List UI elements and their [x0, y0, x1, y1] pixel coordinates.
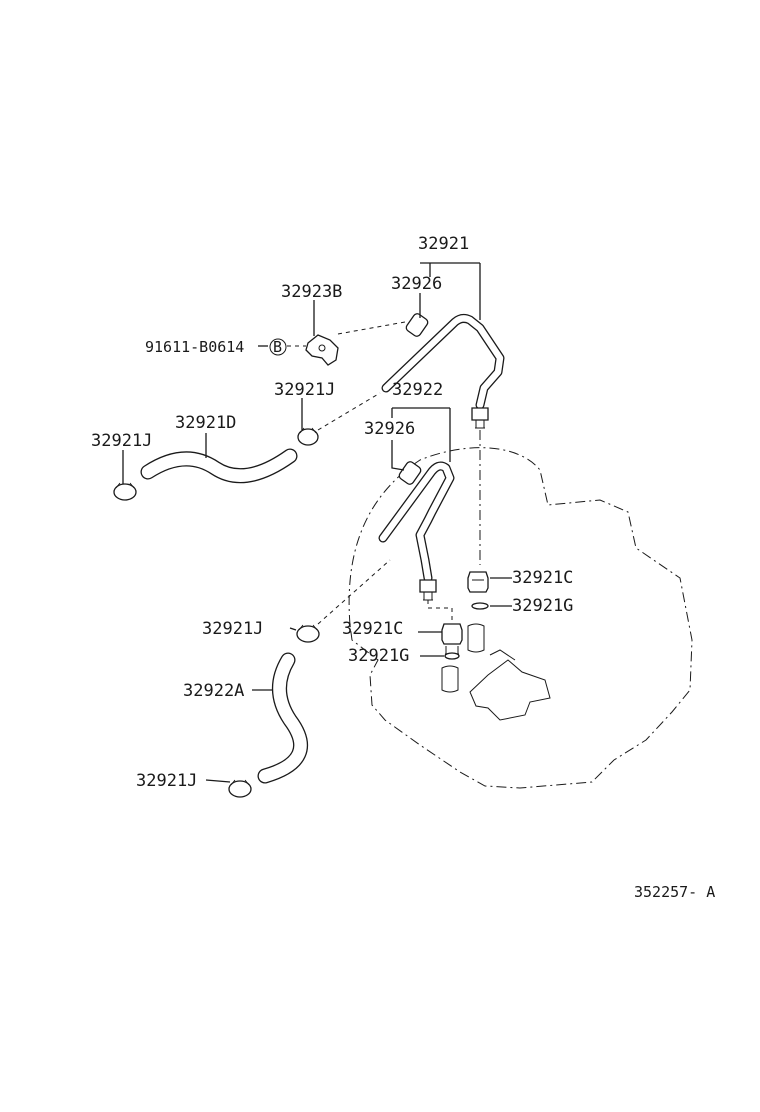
label-32921D: 32921D: [175, 413, 236, 433]
label-91611-B0614: 91611-B0614: [145, 338, 244, 356]
pipe-end-fitting-top: [471, 407, 489, 421]
callout-b-circle: [269, 338, 287, 356]
pipe-end-stub-mid: [423, 592, 433, 601]
label-32926-mid: 32926: [364, 419, 415, 439]
housing-inner-shape: [469, 659, 551, 721]
pipe-end-fitting-mid: [419, 579, 437, 593]
union-32921C-mid: [441, 623, 463, 655]
leader-32921J-bottom: [205, 779, 231, 783]
label-32923B: 32923B: [281, 282, 342, 302]
reference-number: 352257- A: [634, 883, 715, 901]
label-32921C-mid: 32921C: [342, 619, 403, 639]
housing-port-right: [467, 623, 485, 653]
label-32921J-top: 32921J: [274, 380, 335, 400]
label-32921J-bottom: 32921J: [136, 771, 197, 791]
bracket-32923B: [305, 334, 339, 366]
transmission-housing-outline: [348, 447, 693, 789]
hose-32922A-inner: [258, 653, 307, 783]
leader-32926-mid: [391, 440, 405, 471]
label-32921C-right: 32921C: [512, 568, 573, 588]
dash-mid-clamp-to-pipe: [317, 559, 391, 625]
housing-inner-notch: [489, 649, 516, 661]
dash-bracket-to-sleeve: [337, 321, 406, 335]
label-32921G-mid: 32921G: [348, 646, 409, 666]
leader-32921J-mid: [289, 627, 297, 631]
housing-port-mid: [441, 665, 459, 693]
label-32921J-mid: 32921J: [202, 619, 263, 639]
label-32922: 32922: [392, 380, 443, 400]
label-B: B: [273, 338, 282, 356]
label-32922A: 32922A: [183, 681, 244, 701]
pipe-end-stub-top: [475, 420, 485, 429]
leader-32922: [391, 407, 451, 462]
pipe-32922-inner: [379, 462, 454, 582]
gasket-32921G-mid: [444, 652, 460, 660]
label-32921G-right: 32921G: [512, 596, 573, 616]
label-32926-top: 32926: [391, 274, 442, 294]
union-32921C-right: [467, 571, 489, 593]
clamp-32921J-left: [113, 482, 137, 501]
bracket-hole: [318, 344, 326, 352]
label-32921J-left: 32921J: [91, 431, 152, 451]
sleeve-32926-mid: [398, 461, 422, 485]
clamp-32921J-mid: [296, 624, 320, 643]
label-32921: 32921: [418, 234, 469, 254]
sleeve-32926-top: [405, 313, 429, 337]
leader-32921: [420, 262, 481, 320]
hose-32921D-inner: [141, 449, 297, 482]
dash-mid-pipe-to-union: [427, 600, 453, 620]
clamp-32921J-bottom: [228, 779, 252, 798]
gasket-32921G-right: [471, 602, 489, 610]
clamp-32921J-top: [297, 427, 319, 446]
pipe-32921-inner: [382, 315, 504, 409]
